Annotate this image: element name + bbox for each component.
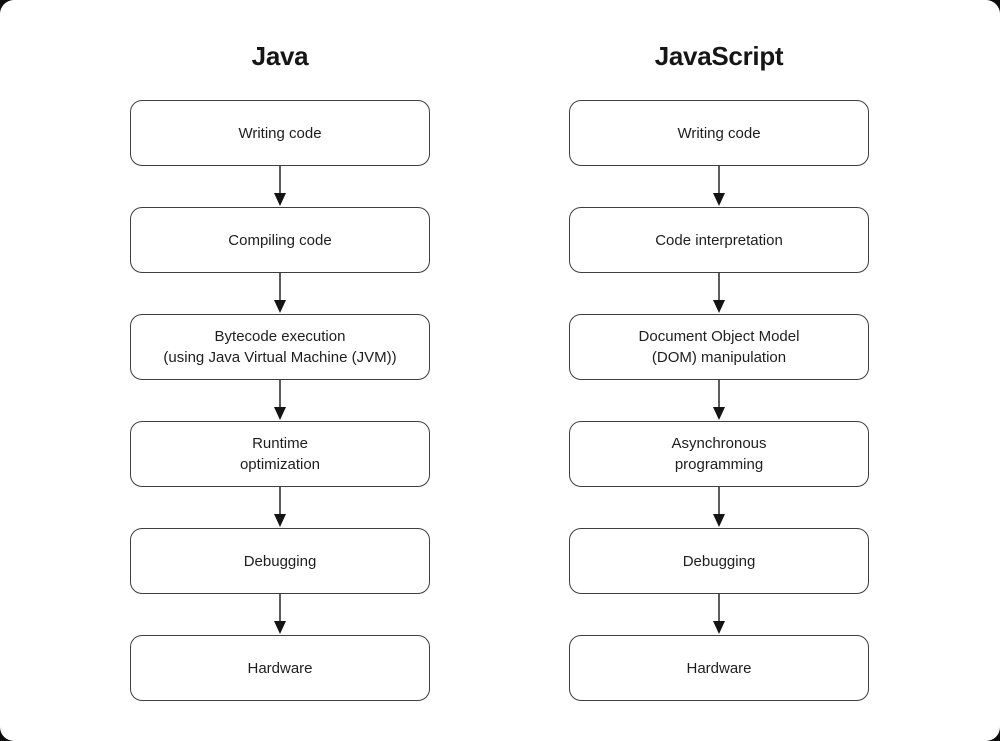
- java-title: Java: [251, 41, 309, 71]
- arrow-head-icon: [713, 193, 725, 206]
- java-step-hardware: Hardware: [130, 635, 430, 701]
- java-step-compiling-code: Compiling code: [130, 207, 430, 273]
- arrow-head-icon: [274, 193, 286, 206]
- arrow-head-icon: [274, 407, 286, 420]
- javascript-step-code-interpretation: Code interpretation: [569, 207, 869, 273]
- step-label-line-2: (DOM) manipulation: [651, 349, 787, 366]
- arrow-stem: [718, 166, 720, 197]
- down-arrow: [569, 594, 869, 635]
- arrow-stem: [279, 273, 281, 304]
- step-label-line-2: programming: [674, 456, 764, 473]
- javascript-step-dom-manipulation: Document Object Model (DOM) manipulation: [569, 314, 869, 380]
- step-label-line-2: (using Java Virtual Machine (JVM)): [163, 349, 397, 366]
- down-arrow: [130, 594, 430, 635]
- java-step-bytecode-execution: Bytecode execution (using Java Virtual M…: [130, 314, 430, 380]
- step-label-line-1: Asynchronous: [671, 435, 767, 452]
- java-flow-column: Java Writing code Compiling code Bytecod…: [130, 0, 430, 701]
- down-arrow: [130, 166, 430, 207]
- arrow-stem: [279, 380, 281, 411]
- javascript-step-writing-code: Writing code: [569, 100, 869, 166]
- down-arrow: [130, 380, 430, 421]
- down-arrow: [130, 487, 430, 528]
- java-step-runtime-optimization: Runtime optimization: [130, 421, 430, 487]
- arrow-head-icon: [713, 514, 725, 527]
- arrow-stem: [279, 487, 281, 518]
- javascript-step-debugging: Debugging: [569, 528, 869, 594]
- step-label-line-1: Bytecode execution: [214, 328, 346, 345]
- step-label: Writing code: [677, 124, 761, 142]
- arrow-head-icon: [274, 621, 286, 634]
- arrow-stem: [718, 273, 720, 304]
- arrow-stem: [279, 166, 281, 197]
- down-arrow: [569, 380, 869, 421]
- javascript-step-asynchronous-programming: Asynchronous programming: [569, 421, 869, 487]
- step-label-line-2: optimization: [239, 456, 321, 473]
- arrow-stem: [279, 594, 281, 625]
- arrow-stem: [718, 487, 720, 518]
- javascript-title: JavaScript: [654, 41, 784, 71]
- down-arrow: [569, 273, 869, 314]
- arrow-head-icon: [713, 407, 725, 420]
- down-arrow: [130, 273, 430, 314]
- step-label: Debugging: [682, 552, 756, 570]
- arrow-head-icon: [713, 621, 725, 634]
- javascript-step-hardware: Hardware: [569, 635, 869, 701]
- java-step-writing-code: Writing code: [130, 100, 430, 166]
- step-label-line-1: Document Object Model: [638, 328, 800, 345]
- arrow-head-icon: [713, 300, 725, 313]
- arrow-head-icon: [274, 300, 286, 313]
- arrow-stem: [718, 594, 720, 625]
- step-label: Compiling code: [228, 231, 332, 249]
- arrow-stem: [718, 380, 720, 411]
- down-arrow: [569, 166, 869, 207]
- step-label: Writing code: [238, 124, 322, 142]
- step-label-line-1: Runtime: [252, 435, 308, 452]
- arrow-head-icon: [274, 514, 286, 527]
- step-label: Code interpretation: [655, 231, 783, 249]
- down-arrow: [569, 487, 869, 528]
- step-label: Debugging: [243, 552, 317, 570]
- java-step-debugging: Debugging: [130, 528, 430, 594]
- step-label: Hardware: [247, 659, 313, 677]
- step-label: Hardware: [686, 659, 752, 677]
- javascript-flow-column: JavaScript Writing code Code interpretat…: [569, 0, 869, 701]
